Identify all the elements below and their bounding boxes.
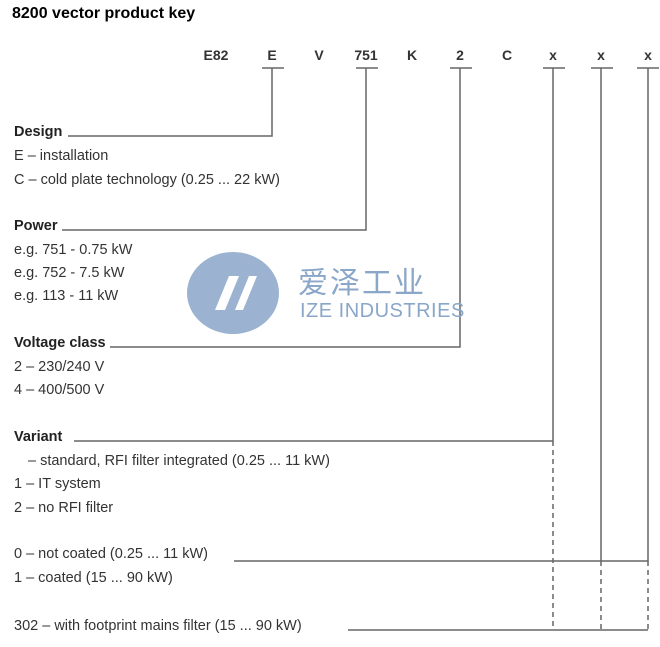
voltage-item: 4 – 400/500 V [14,382,105,398]
variant-item: 1 – IT system [14,476,101,492]
code-power: 751 [354,47,378,63]
code-voltage: 2 [456,47,464,63]
code-series: E82 [203,47,229,63]
power-item: e.g. 752 - 7.5 kW [14,265,125,281]
power-item: e.g. 113 - 11 kW [14,288,119,304]
code-type: K [406,47,418,63]
page-title: 8200 vector product key [12,5,196,22]
design-item: C – cold plate technology (0.25 ... 22 k… [14,172,280,188]
power-item: e.g. 751 - 0.75 kW [14,242,133,258]
code-c: C [501,47,513,63]
footprint-item: 302 – with footprint mains filter (15 ..… [14,618,302,634]
code-design: E [267,47,277,63]
ize-logo-icon [187,252,279,334]
watermark-en: IZE INDUSTRIES [300,300,465,322]
code-footprint: x [644,47,652,63]
voltage-item: 2 – 230/240 V [14,359,105,375]
code-version: V [314,47,324,63]
design-item: E – installation [14,148,109,164]
watermark-cn: 爱泽工业 [298,266,426,301]
code-variant: x [549,47,557,63]
coating-item: 0 – not coated (0.25 ... 11 kW) [14,546,208,562]
variant-item: 2 – no RFI filter [14,500,114,516]
variant-heading: Variant [14,429,63,445]
design-heading: Design [14,124,63,140]
code-coating: x [597,47,605,63]
variant-item: – standard, RFI filter integrated (0.25 … [28,453,330,469]
voltage-heading: Voltage class [14,335,106,351]
coating-item: 1 – coated (15 ... 90 kW) [14,570,173,586]
power-heading: Power [14,218,58,234]
